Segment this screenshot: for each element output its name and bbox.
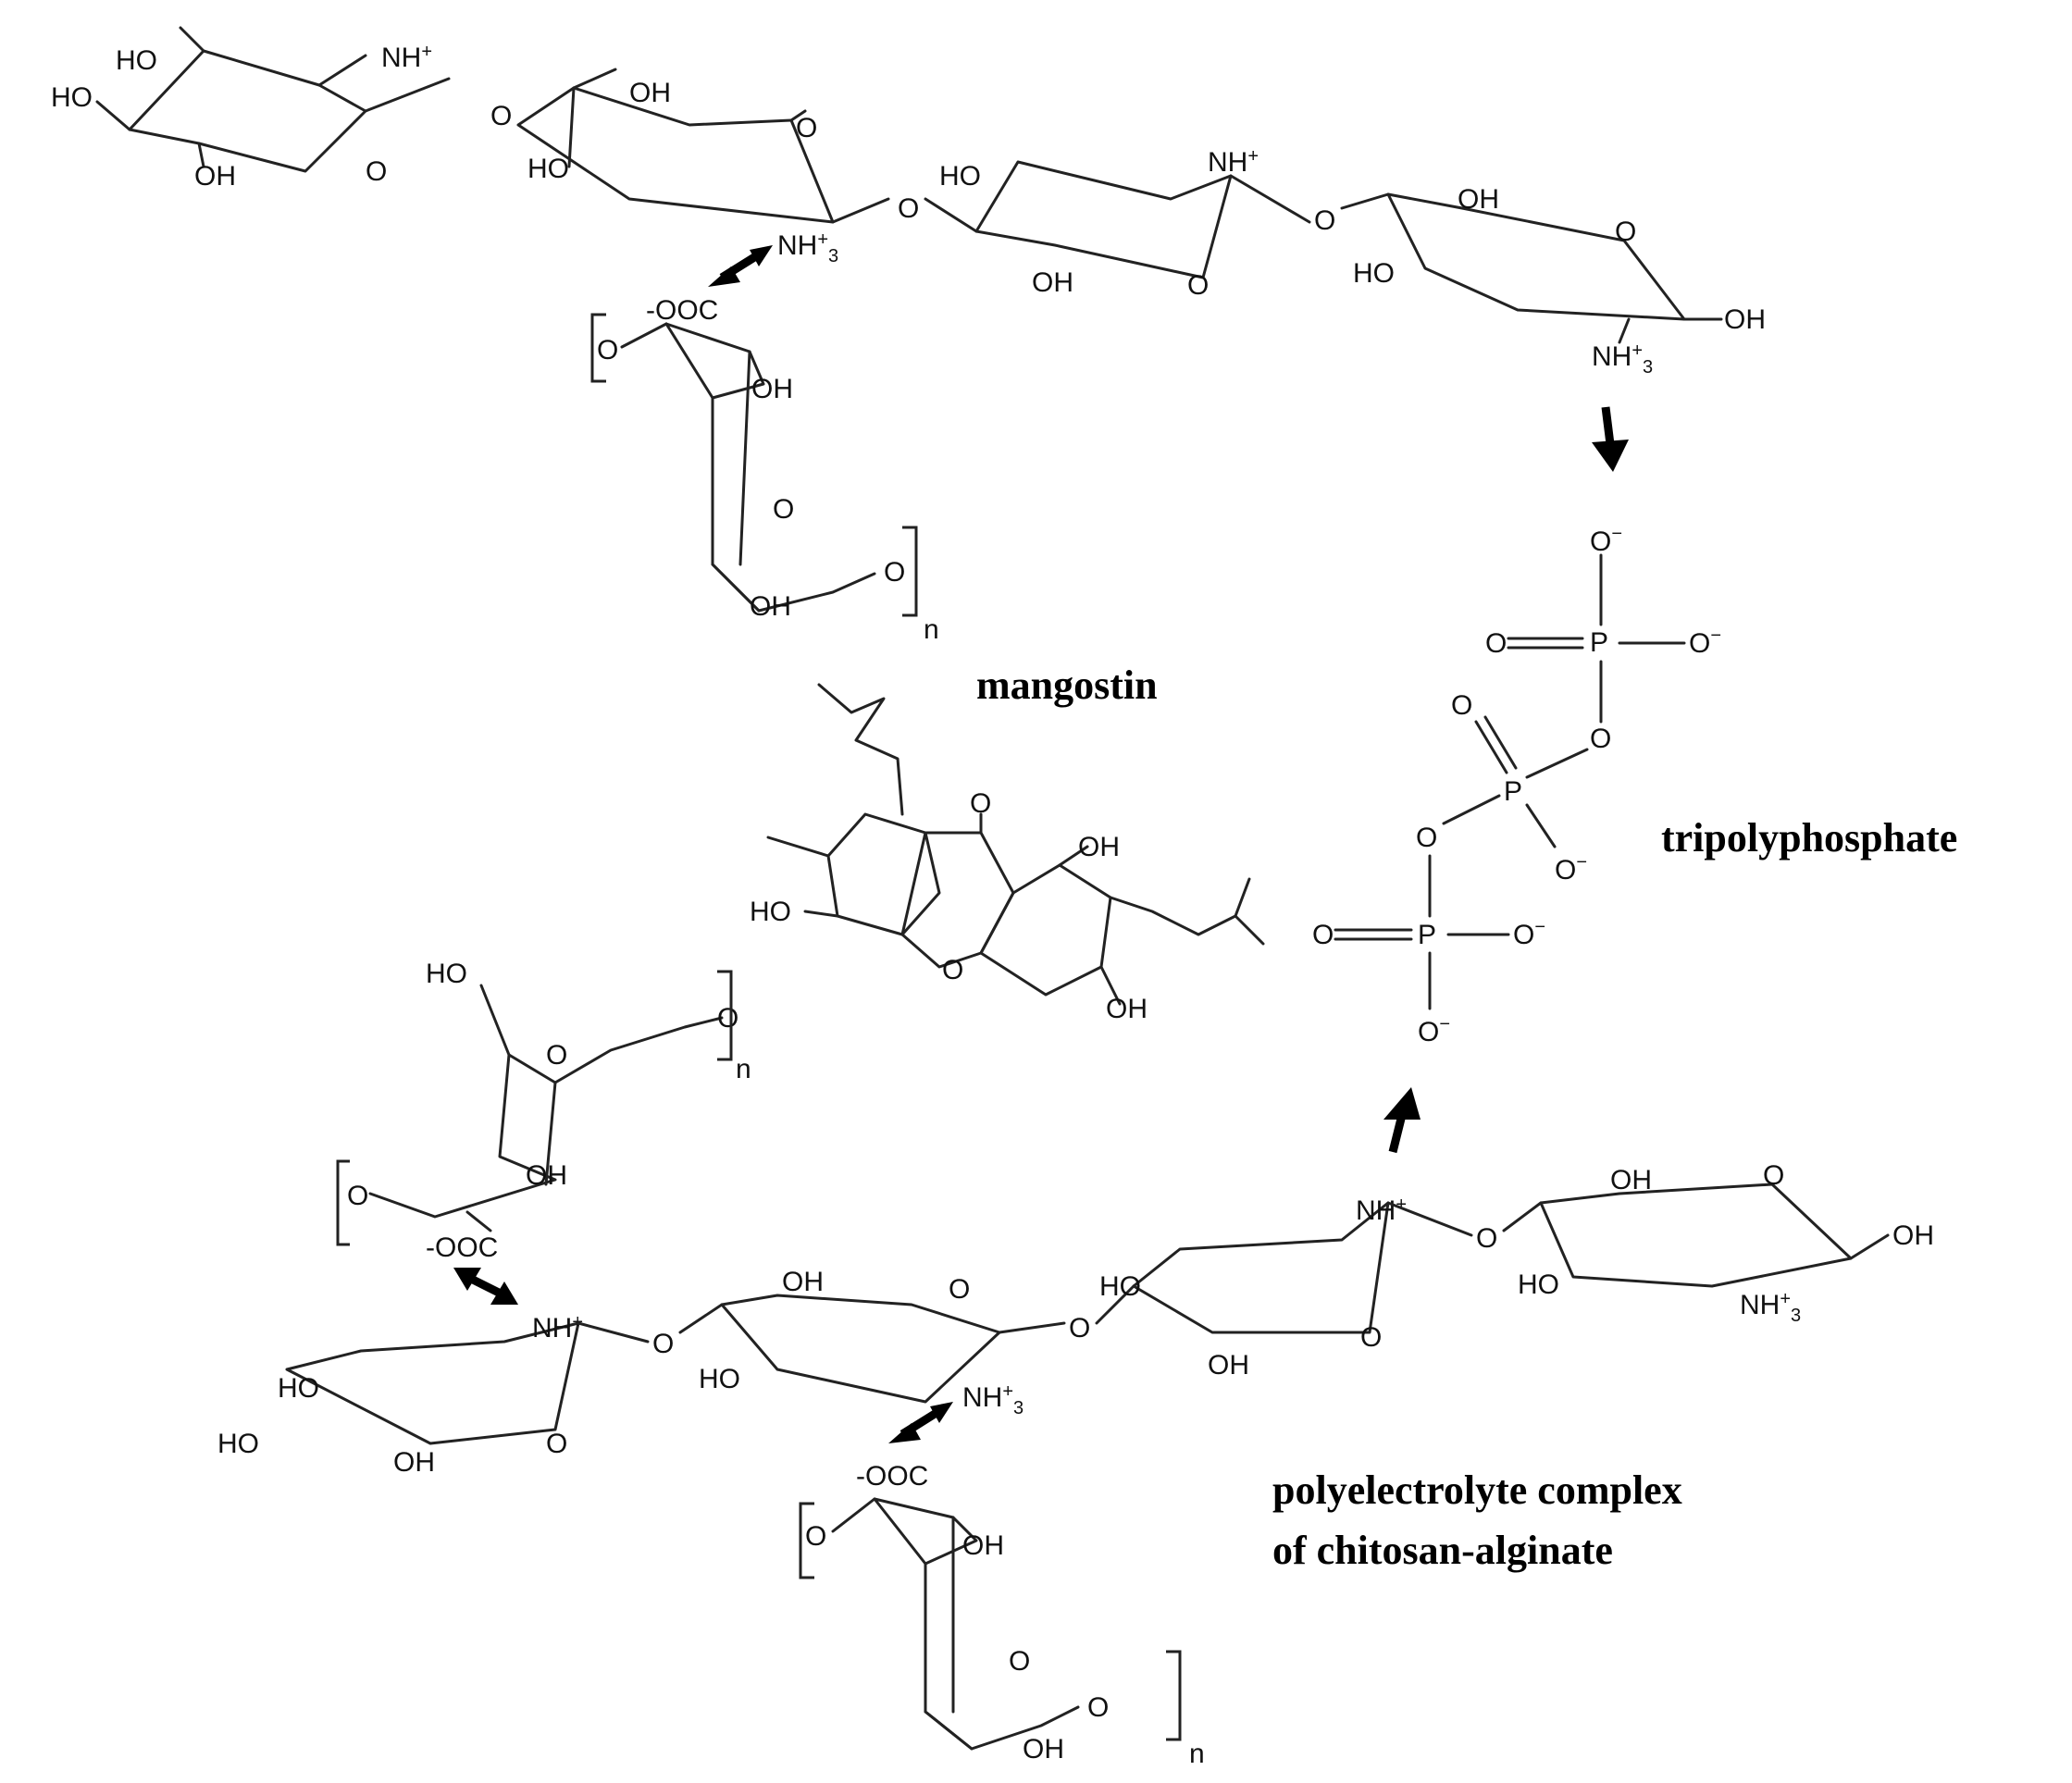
- atom-o-minus: O−: [1555, 852, 1587, 885]
- atom-oh: OH: [1208, 1350, 1249, 1381]
- atom-oh: OH: [1724, 304, 1766, 335]
- atom-ho: HO: [527, 154, 569, 184]
- atom-ring-o: O: [773, 494, 794, 525]
- atom-nh: NH+3: [777, 229, 838, 266]
- atom-ring-o: O: [1360, 1322, 1382, 1353]
- complex-caption-line1: polyelectrolyte complex: [1272, 1467, 1682, 1513]
- repeat-n: n: [924, 614, 939, 645]
- atom-glycosidic-o: O: [1314, 205, 1335, 236]
- atom-glycosidic-o: O: [490, 101, 512, 131]
- atom-ho: HO: [426, 959, 467, 989]
- atom-ho: HO: [750, 897, 791, 927]
- atom-ho: HO: [939, 161, 981, 192]
- atom-oh: OH: [962, 1530, 1004, 1561]
- atom-carboxylate: -OOC: [646, 295, 718, 326]
- bottom-left-alginate-unit: HO O O n OH O -OOC: [336, 959, 751, 1305]
- tripolyphosphate-caption: tripolyphosphate: [1661, 815, 1957, 861]
- atom-carbonyl-o: O: [970, 788, 991, 819]
- atom-ring-o: O: [942, 955, 963, 985]
- atom-oh: OH: [1023, 1734, 1064, 1764]
- atom-oh: OH: [1032, 267, 1073, 298]
- bottom-alginate-unit: O -OOC OH O OH O n: [799, 1402, 1205, 1769]
- complex-caption-line2: of chitosan-alginate: [1272, 1528, 1613, 1573]
- atom-nh: NH+3: [962, 1381, 1024, 1418]
- atom-ho: HO: [116, 45, 157, 76]
- atom-ring-o: O: [1615, 217, 1636, 247]
- atom-ho: HO: [1353, 258, 1395, 289]
- top-chitosan-chain: HO HO OH NH+ O O OH HO O NH+3 O HO OH NH…: [51, 26, 1766, 378]
- atom-ho: HO: [217, 1429, 259, 1459]
- tripolyphosphate-molecule: tripolyphosphate P O− O O− O P O O− O P …: [1312, 406, 1957, 1154]
- atom-carboxylate: -OOC: [856, 1461, 928, 1492]
- atom-nh: NH+3: [1740, 1289, 1801, 1326]
- atom-oh: OH: [1106, 994, 1148, 1024]
- atom-o: O: [1312, 920, 1334, 950]
- atom-o-minus: O−: [1689, 625, 1721, 659]
- atom-carboxylate: -OOC: [426, 1232, 498, 1263]
- atom-ring-o: O: [717, 1003, 738, 1034]
- atom-ring-o: O: [1763, 1160, 1784, 1191]
- atom-oh: OH: [1458, 184, 1499, 215]
- atom-ring-o: O: [1187, 270, 1209, 301]
- pec-caption: polyelectrolyte complex of chitosan-algi…: [1272, 1467, 1682, 1573]
- atom-glycosidic-o: O: [1476, 1223, 1497, 1254]
- atom-ring-o: O: [597, 335, 618, 365]
- atom-ho: HO: [1099, 1271, 1141, 1302]
- atom-ring-o: O: [1009, 1646, 1030, 1677]
- mangostin-caption: mangostin: [976, 662, 1158, 708]
- atom-o: O: [1485, 628, 1507, 659]
- atom-oh: OH: [750, 591, 791, 622]
- atom-ho: HO: [278, 1373, 319, 1404]
- atom-o: O: [1451, 690, 1472, 721]
- atom-oh: OH: [1078, 832, 1120, 862]
- atom-o-minus: O−: [1590, 524, 1622, 557]
- atom-nh: NH+: [1208, 146, 1259, 178]
- atom-p: P: [1418, 920, 1436, 950]
- atom-ring-o: O: [796, 113, 817, 143]
- atom-glycosidic-o: O: [652, 1329, 674, 1359]
- atom-nh: NH+: [1356, 1195, 1407, 1226]
- atom-glycosidic-o: O: [898, 193, 919, 224]
- mangostin-molecule: mangostin O O HO OH OH: [750, 662, 1265, 1024]
- atom-glycosidic-o: O: [1069, 1313, 1090, 1343]
- atom-nh: NH+: [381, 42, 432, 73]
- atom-ring-o: O: [884, 557, 905, 588]
- top-alginate-unit: O -OOC OH O OH O n: [590, 245, 939, 645]
- atom-nh: NH+3: [1592, 341, 1653, 378]
- atom-oh: OH: [629, 78, 671, 108]
- atom-o-minus: O−: [1513, 917, 1545, 950]
- atom-p: P: [1504, 776, 1522, 807]
- atom-ho: HO: [1518, 1269, 1559, 1300]
- atom-ring-o: O: [546, 1429, 567, 1459]
- atom-oh: OH: [782, 1267, 824, 1297]
- atom-bridge-o: O: [1416, 823, 1437, 853]
- repeat-n: n: [736, 1054, 751, 1084]
- atom-oh: OH: [393, 1447, 435, 1478]
- atom-oh: OH: [1610, 1165, 1652, 1195]
- atom-ring-o: O: [1087, 1692, 1109, 1723]
- atom-ring-o: O: [366, 156, 387, 187]
- bottom-chitosan-chain: HO HO OH NH+ O O OH HO O NH+3 O HO OH NH…: [217, 1160, 1934, 1478]
- atom-o-minus: O−: [1418, 1014, 1450, 1047]
- atom-ring-o: O: [546, 1040, 567, 1071]
- atom-oh: OH: [194, 161, 236, 192]
- atom-bridge-o: O: [1590, 724, 1611, 754]
- atom-oh: OH: [751, 374, 793, 404]
- atom-ring-o: O: [949, 1274, 970, 1305]
- atom-p: P: [1590, 627, 1608, 658]
- atom-ring-o: O: [805, 1521, 826, 1552]
- atom-ho: HO: [699, 1364, 740, 1394]
- atom-ho: HO: [51, 82, 93, 113]
- atom-ring-o: O: [347, 1181, 368, 1211]
- repeat-n: n: [1189, 1739, 1205, 1769]
- atom-oh: OH: [526, 1160, 567, 1191]
- atom-oh: OH: [1892, 1220, 1934, 1251]
